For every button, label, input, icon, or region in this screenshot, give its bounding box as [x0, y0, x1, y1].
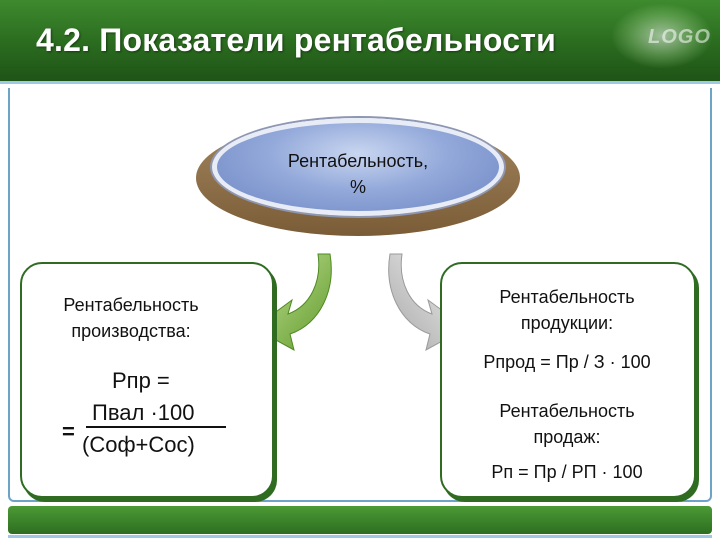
right-title2-line2: продаж:	[533, 427, 601, 447]
header-bar: 4.2. Показатели рентабельности LOGO	[0, 0, 720, 84]
logo-glow	[612, 4, 712, 68]
logo: LOGO	[648, 26, 711, 48]
right-formula-2: Рп = Пр / РП · 100	[491, 462, 643, 482]
left-title-line1: Рентабельность	[63, 295, 199, 315]
right-formula-1: Рпрод = Пр / З · 100	[483, 352, 651, 372]
right-panel-title-2: Рентабельность продаж:	[452, 398, 682, 450]
left-title-line2: производства:	[71, 321, 191, 341]
right-title1-line1: Рентабельность	[499, 287, 635, 307]
right-title2-line1: Рентабельность	[499, 401, 635, 421]
center-label-line2: %	[349, 177, 366, 197]
left-panel-title: Рентабельность производства:	[20, 292, 242, 344]
left-panel	[20, 262, 274, 498]
left-formula-denominator: (Соф+Сос)	[82, 432, 195, 457]
left-formula-numerator: Пвал ·100	[92, 400, 195, 425]
center-label: Рентабельность, %	[212, 148, 504, 200]
footer-strip	[8, 535, 712, 538]
page-title: 4.2. Показатели рентабельности	[36, 22, 556, 58]
left-formula-lead: Рпр =	[112, 368, 170, 393]
right-panel	[440, 262, 696, 498]
right-panel-title-1: Рентабельность продукции:	[452, 284, 682, 336]
center-ellipse	[212, 118, 504, 216]
equals-mark: =	[62, 419, 75, 444]
fraction-line	[86, 426, 226, 428]
footer-bar	[8, 506, 712, 534]
center-label-line1: Рентабельность,	[287, 151, 429, 171]
right-title1-line2: продукции:	[520, 313, 614, 333]
